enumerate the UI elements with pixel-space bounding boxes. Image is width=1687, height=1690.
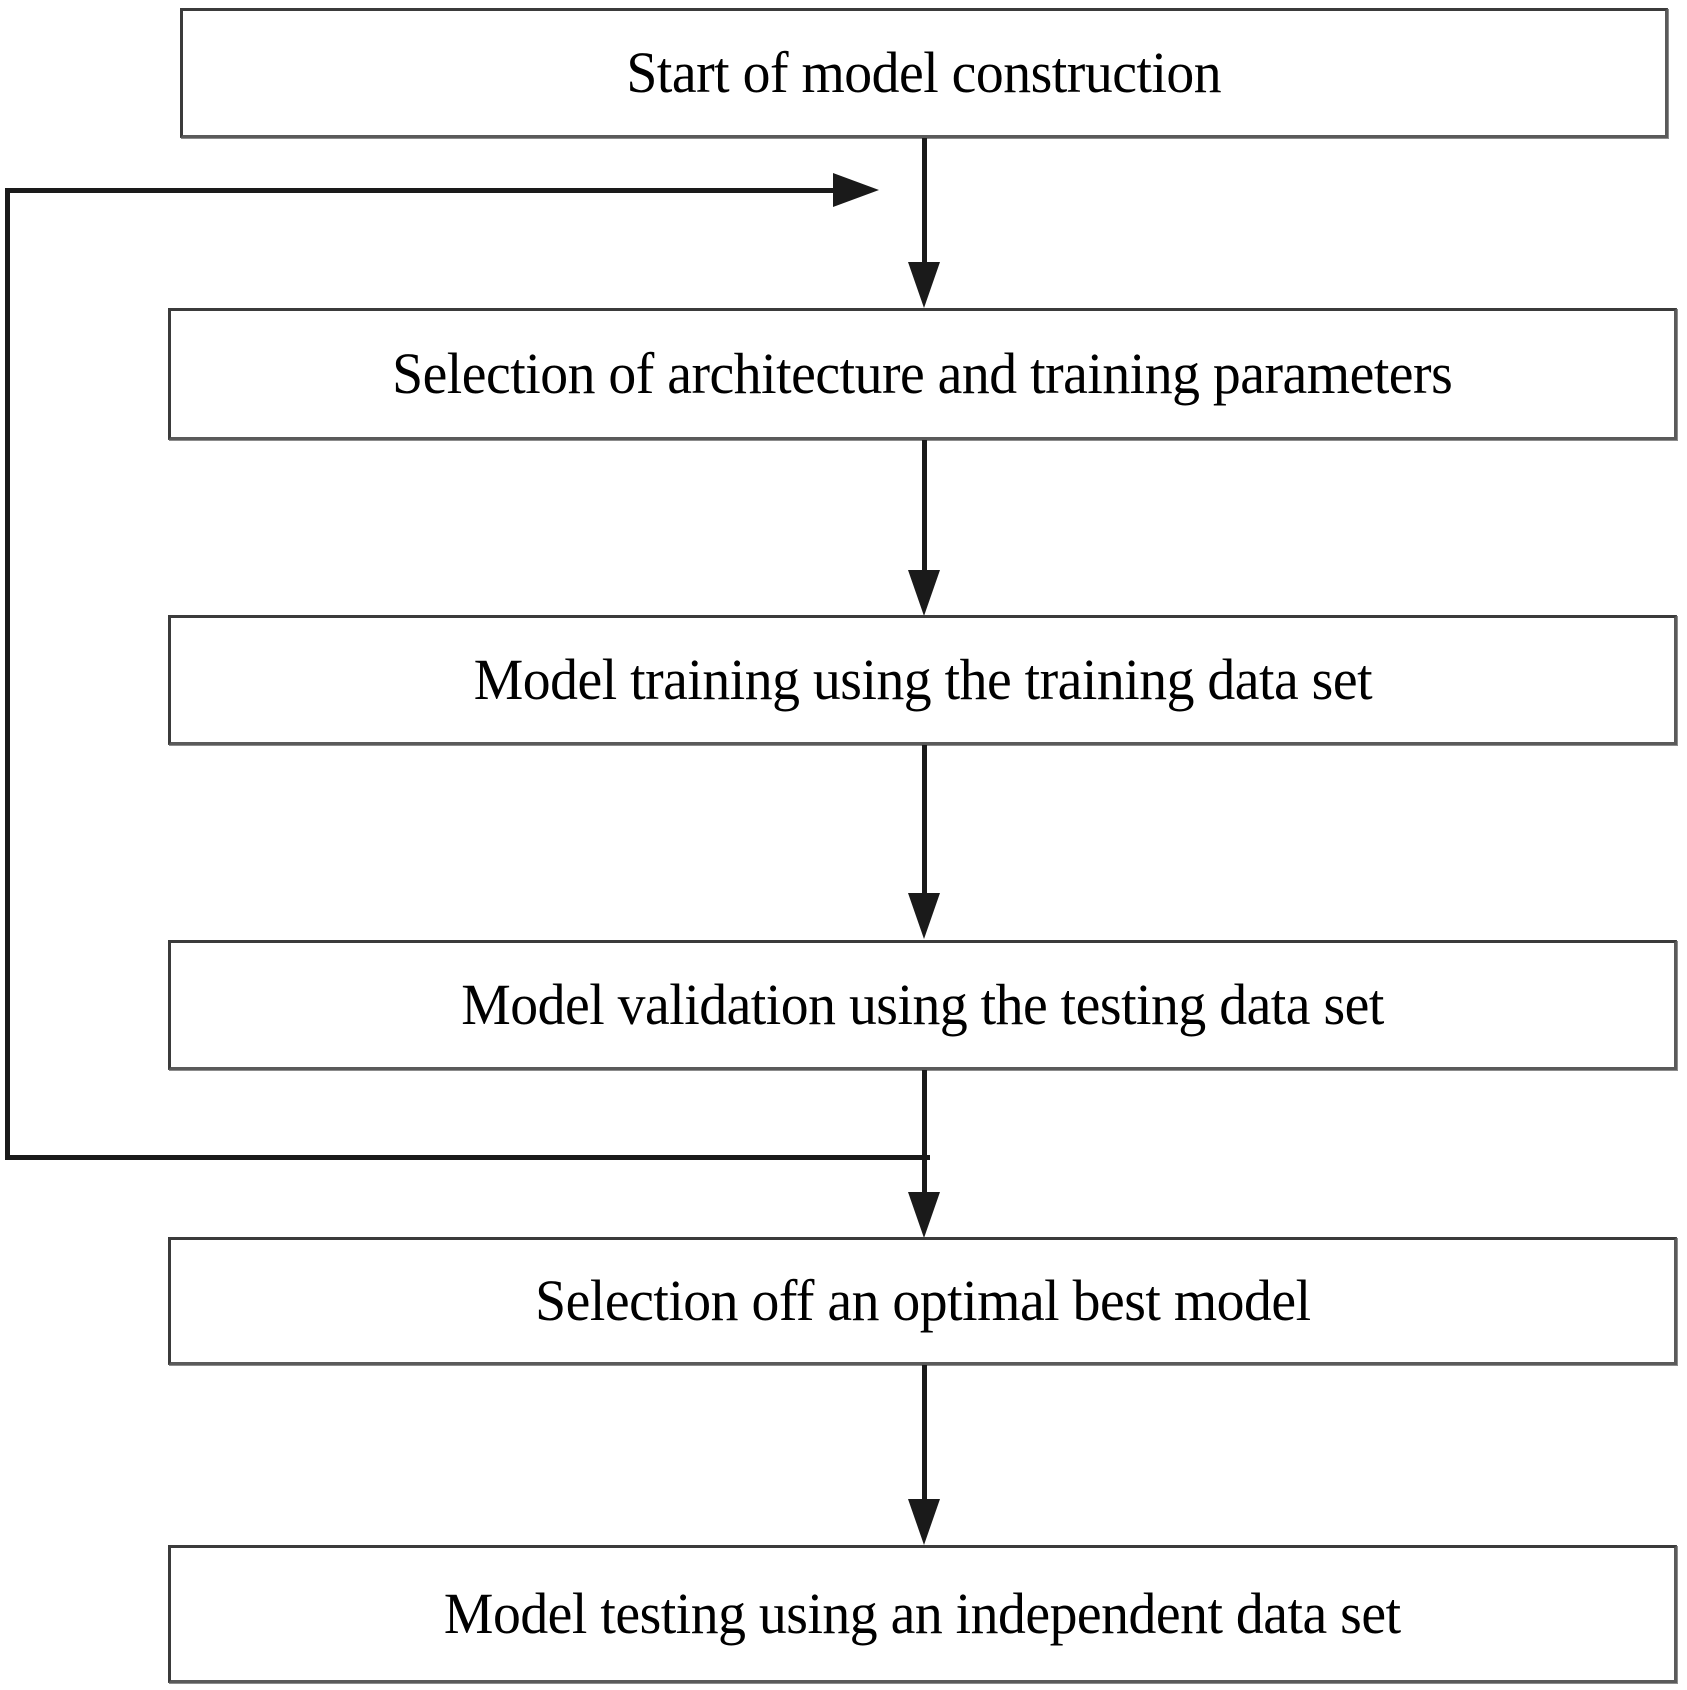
flow-node-start[interactable]: Start of model construction [180,8,1668,138]
flow-node-training-label: Model training using the training data s… [473,646,1372,712]
edge-start-to-selection-arrowhead-icon [908,262,940,308]
flow-node-optimal-model[interactable]: Selection off an optimal best model [168,1237,1677,1365]
flow-node-training[interactable]: Model training using the training data s… [168,615,1677,745]
flow-node-optimal-model-label: Selection off an optimal best model [534,1267,1311,1333]
feedback-loop-arrowhead-icon [833,173,879,207]
edge-selection-to-training-line [922,440,927,580]
flow-node-selection-params-label: Selection of architecture and training p… [392,340,1453,406]
flow-node-testing-label: Model testing using an independent data … [444,1580,1401,1646]
edge-optimal-to-testing-arrowhead-icon [908,1499,940,1545]
edge-training-to-validation-arrowhead-icon [908,893,940,939]
flow-node-validation-label: Model validation using the testing data … [461,971,1384,1037]
edge-validation-to-optimal-line [922,1070,927,1200]
feedback-loop-left-spine [5,188,10,1160]
edge-optimal-to-testing-line [922,1365,927,1505]
feedback-loop-bottom-segment [5,1155,930,1160]
flow-node-selection-params[interactable]: Selection of architecture and training p… [168,308,1677,440]
edge-start-to-selection-line [922,138,927,268]
edge-training-to-validation-line [922,745,927,895]
feedback-loop-top-segment [5,188,835,193]
edge-selection-to-training-arrowhead-icon [908,570,940,616]
flow-node-testing[interactable]: Model testing using an independent data … [168,1545,1677,1683]
flow-node-validation[interactable]: Model validation using the testing data … [168,940,1677,1070]
edge-validation-to-optimal-arrowhead-icon [908,1192,940,1238]
flow-node-start-label: Start of model construction [626,39,1222,105]
